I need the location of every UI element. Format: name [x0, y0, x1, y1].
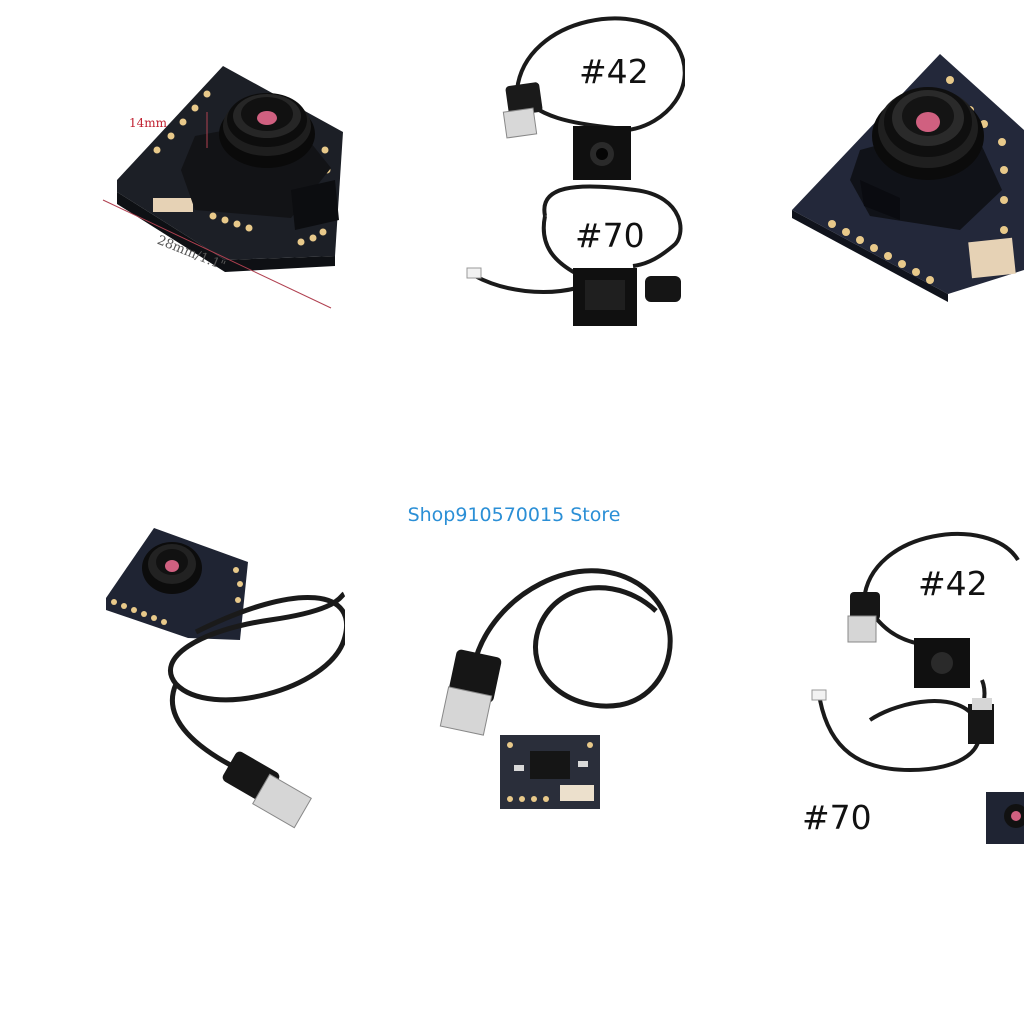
usb-cable-42: [502, 16, 685, 180]
product-photo-dimensions: 14mm 28mm/1.1": [95, 60, 345, 310]
variant-42-label: #42: [918, 564, 988, 603]
variant-70-label: #70: [575, 216, 645, 255]
pcb-board-back: [500, 735, 600, 809]
store-name-link[interactable]: Shop910570015 Store: [407, 504, 621, 526]
usb-cable: [168, 591, 345, 829]
product-photo-usb-module: [100, 520, 345, 850]
wire-cable-70: [811, 679, 994, 773]
camera-lens: [219, 93, 315, 168]
variant-42-label: #42: [579, 52, 649, 91]
camera-lens: [872, 87, 984, 180]
pcb-board: [986, 792, 1024, 844]
product-photo-board-back: [430, 555, 685, 815]
wire-cable-70: [466, 184, 683, 326]
product-photo-cable-variants: #42 #70: [465, 6, 685, 336]
usb-cable: [439, 568, 673, 736]
height-dimension-label: 14mm: [129, 116, 168, 130]
product-photo-cable-variants-2: #42 #70: [790, 520, 1024, 850]
product-photo-module-closeup: [780, 40, 1024, 310]
camera-lens: [142, 542, 202, 594]
variant-70-label: #70: [802, 798, 872, 837]
usb-cable-42: [847, 531, 1020, 688]
